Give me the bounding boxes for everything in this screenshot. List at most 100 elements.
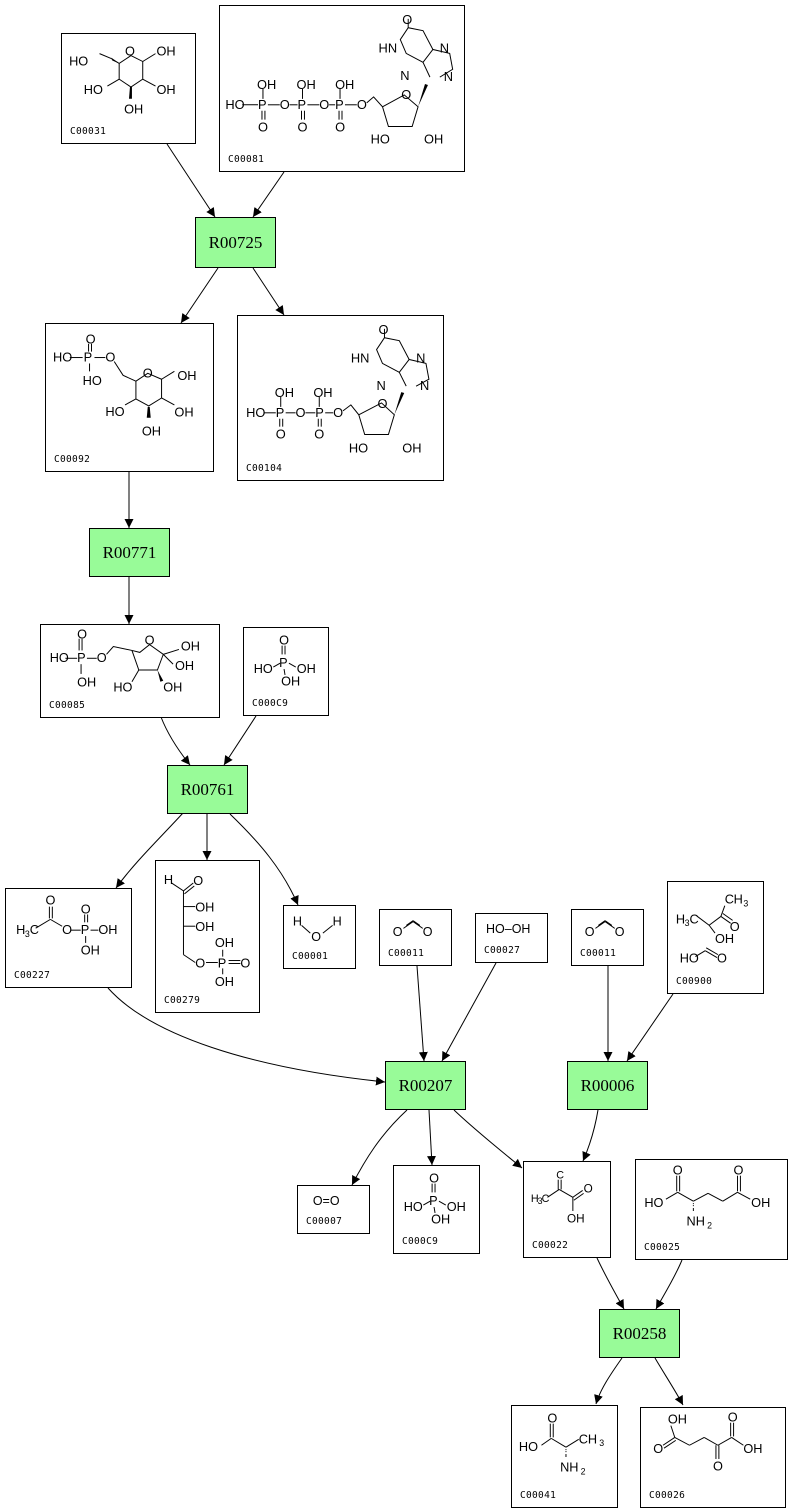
svg-text:O: O bbox=[240, 955, 250, 970]
svg-text:HN: HN bbox=[379, 40, 398, 55]
edge-r00725-c00092 bbox=[180, 267, 219, 324]
edge-c00081-r00725 bbox=[252, 171, 285, 218]
compound-id: C00092 bbox=[54, 454, 91, 465]
edge-c00025-r00258 bbox=[655, 1259, 683, 1310]
svg-text:O: O bbox=[717, 950, 727, 965]
svg-text:O: O bbox=[105, 349, 115, 364]
svg-text:3: 3 bbox=[743, 899, 748, 909]
svg-text:HO: HO bbox=[69, 53, 88, 68]
reaction-r00207[interactable]: R00207 bbox=[385, 1061, 466, 1110]
edge-c00227-r00207 bbox=[107, 987, 386, 1086]
svg-text:2: 2 bbox=[581, 1467, 586, 1477]
reaction-r00761[interactable]: R00761 bbox=[167, 765, 248, 814]
svg-text:N: N bbox=[420, 378, 429, 393]
svg-text:OH: OH bbox=[81, 943, 100, 958]
svg-text:OH: OH bbox=[431, 1213, 450, 1227]
compound-id: C00900 bbox=[676, 976, 713, 987]
svg-text:H: H bbox=[333, 914, 342, 928]
svg-text:O: O bbox=[584, 1182, 593, 1195]
svg-text:HO: HO bbox=[519, 1439, 538, 1454]
svg-text:OH: OH bbox=[163, 680, 182, 695]
svg-text:H: H bbox=[734, 892, 743, 907]
edge-r00725-c00104 bbox=[252, 267, 285, 316]
compound-c00027[interactable]: HO–OH C00027 bbox=[475, 913, 548, 963]
compound-id: C00227 bbox=[14, 970, 51, 981]
svg-text:HO: HO bbox=[50, 650, 69, 665]
svg-text:O: O bbox=[296, 405, 306, 420]
compound-id: C000C9 bbox=[402, 1236, 439, 1247]
svg-text:HO: HO bbox=[225, 97, 244, 112]
svg-text:O: O bbox=[653, 1441, 663, 1456]
edge-c00900-r00006 bbox=[626, 993, 674, 1062]
svg-text:H: H bbox=[16, 922, 25, 937]
svg-text:N: N bbox=[377, 378, 386, 393]
reaction-r00771[interactable]: R00771 bbox=[89, 528, 170, 577]
reaction-r00725[interactable]: R00725 bbox=[195, 217, 276, 268]
svg-text:P: P bbox=[258, 97, 267, 112]
svg-text:O: O bbox=[335, 119, 345, 134]
edge-c00085-r00761 bbox=[160, 716, 191, 766]
edge-c00022-r00258 bbox=[596, 1257, 625, 1310]
svg-text:P: P bbox=[298, 97, 307, 112]
svg-text:3: 3 bbox=[685, 918, 690, 928]
svg-text:HO: HO bbox=[113, 680, 132, 695]
compound-id: C00011 bbox=[388, 948, 425, 959]
reaction-r00258[interactable]: R00258 bbox=[599, 1309, 680, 1358]
svg-text:OH: OH bbox=[313, 385, 332, 400]
svg-text:OH: OH bbox=[98, 922, 117, 937]
compound-id: C00279 bbox=[164, 995, 201, 1006]
svg-text:OH: OH bbox=[297, 662, 316, 676]
svg-text:3: 3 bbox=[25, 929, 30, 939]
reaction-r00006[interactable]: R00006 bbox=[567, 1061, 648, 1110]
edge-r00207-c00022 bbox=[453, 1109, 523, 1169]
structure-hydrogen-peroxide: HO–OH bbox=[486, 922, 530, 936]
svg-text:C: C bbox=[30, 922, 39, 937]
svg-text:OH: OH bbox=[447, 1200, 466, 1214]
svg-text:H: H bbox=[164, 872, 173, 887]
structure-2-oxoglutarate: OHO OOH O bbox=[653, 1410, 762, 1474]
svg-text:OH: OH bbox=[424, 131, 443, 146]
svg-text:OH: OH bbox=[195, 919, 214, 934]
svg-text:HO: HO bbox=[246, 405, 265, 420]
svg-text:O: O bbox=[357, 97, 367, 112]
svg-text:O: O bbox=[86, 332, 96, 347]
structure-water: HOH bbox=[293, 914, 342, 944]
svg-text:O: O bbox=[429, 1172, 439, 1186]
svg-text:3: 3 bbox=[599, 1438, 604, 1448]
svg-text:O: O bbox=[276, 427, 286, 442]
svg-text:2: 2 bbox=[707, 1221, 712, 1231]
svg-text:O: O bbox=[143, 365, 153, 380]
svg-text:HO: HO bbox=[254, 662, 273, 676]
compound-id: C00001 bbox=[292, 951, 329, 962]
svg-text:O: O bbox=[311, 930, 321, 944]
svg-text:O: O bbox=[193, 873, 203, 888]
svg-text:OH: OH bbox=[175, 658, 194, 673]
svg-text:OH: OH bbox=[156, 44, 175, 59]
svg-text:O: O bbox=[125, 44, 135, 59]
compound-c00031[interactable]: O HO OH HO OH OH C00031 bbox=[61, 33, 196, 144]
compound-c00007[interactable]: O=O C00007 bbox=[297, 1185, 370, 1234]
svg-text:N: N bbox=[416, 350, 425, 365]
